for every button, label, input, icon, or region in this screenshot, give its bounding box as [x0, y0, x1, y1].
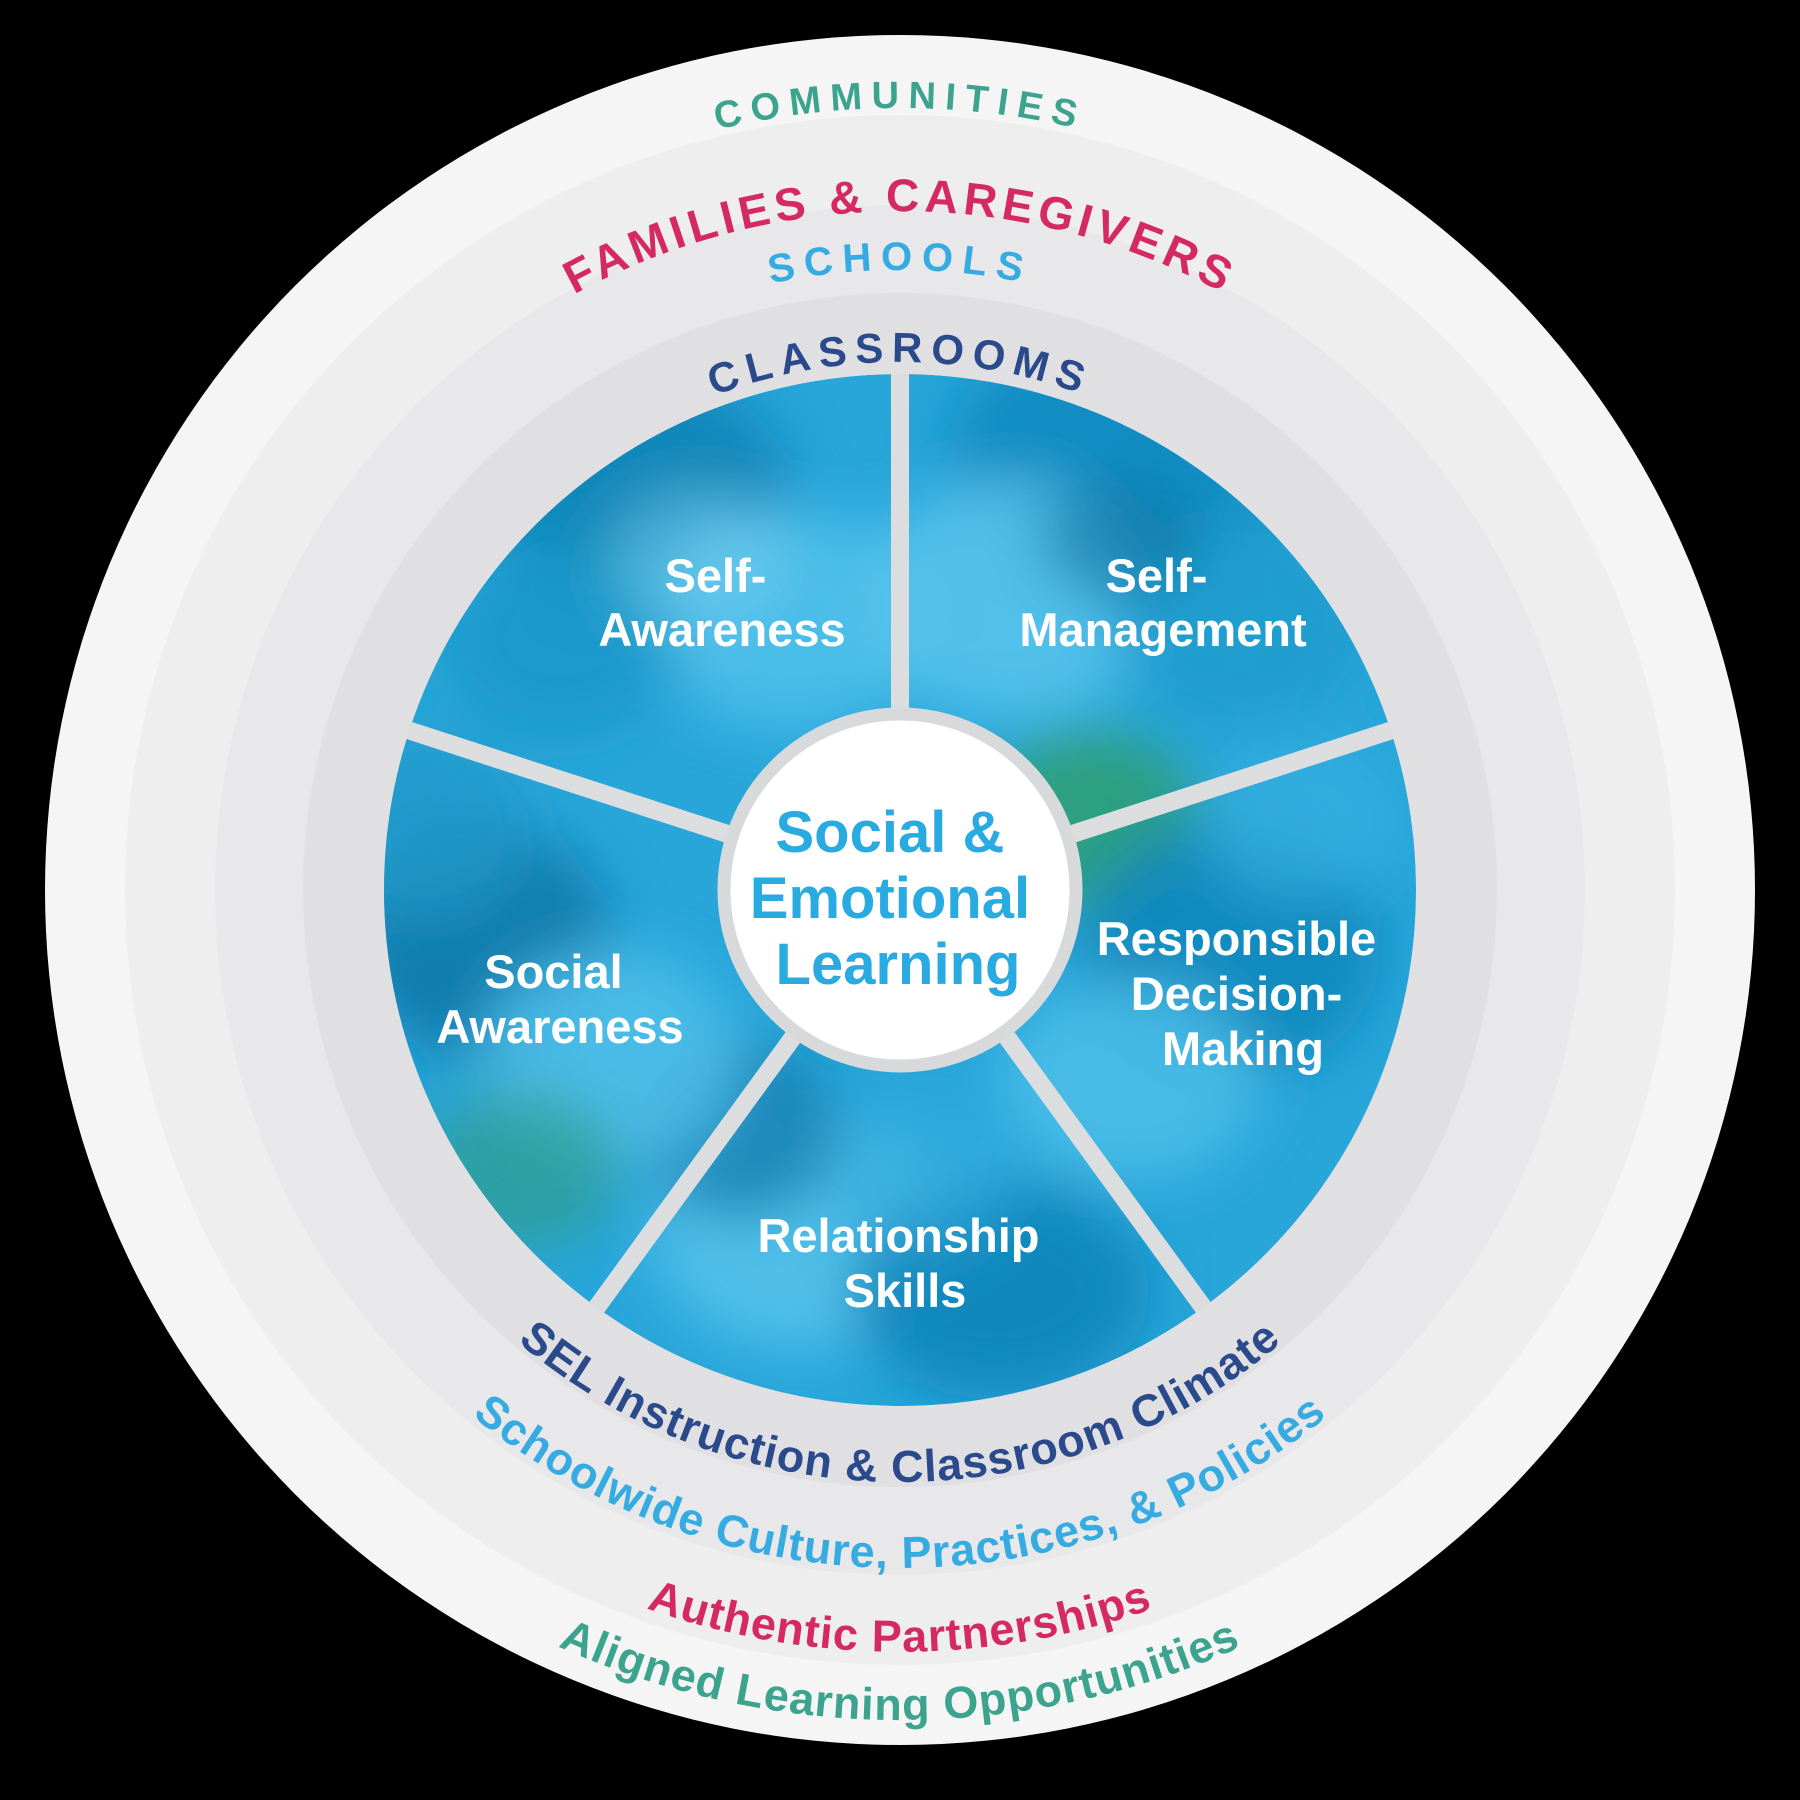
center-label: Social & Emotional Learning [750, 800, 1046, 997]
segment-label-line: Responsible [1097, 912, 1376, 965]
segment-label-relationship-skills: Relationship Skills [757, 1209, 1052, 1317]
photo-blob [830, 1110, 1010, 1250]
photo-blob [610, 490, 790, 630]
segment-label-line: Decision- [1131, 967, 1343, 1020]
segment-label-line: Social [484, 945, 622, 998]
segment-label-line: Awareness [598, 603, 845, 656]
center-label-line: Social & [776, 800, 1005, 865]
center-label-line: Emotional [750, 866, 1030, 931]
photo-blob [384, 740, 530, 920]
segment-label-self-management: Self- Management [1019, 549, 1307, 656]
photo-blob [1040, 480, 1200, 600]
segment-label-line: Awareness [436, 1000, 683, 1053]
segment-label-line: Relationship [757, 1209, 1039, 1262]
segment-label-line: Self- [1106, 549, 1208, 602]
segment-label-self-awareness: Self- Awareness [598, 549, 845, 656]
segment-label-responsible-decision-making: Responsible Decision- Making [1097, 912, 1390, 1075]
segment-label-line: Self- [665, 549, 767, 602]
segment-label-line: Making [1162, 1022, 1324, 1075]
segment-label-line: Management [1019, 603, 1307, 656]
segment-label-line: Skills [844, 1264, 967, 1317]
center-label-line: Learning [776, 932, 1021, 997]
segment-label-social-awareness: Social Awareness [436, 945, 683, 1053]
center-circle [717, 707, 1083, 1073]
